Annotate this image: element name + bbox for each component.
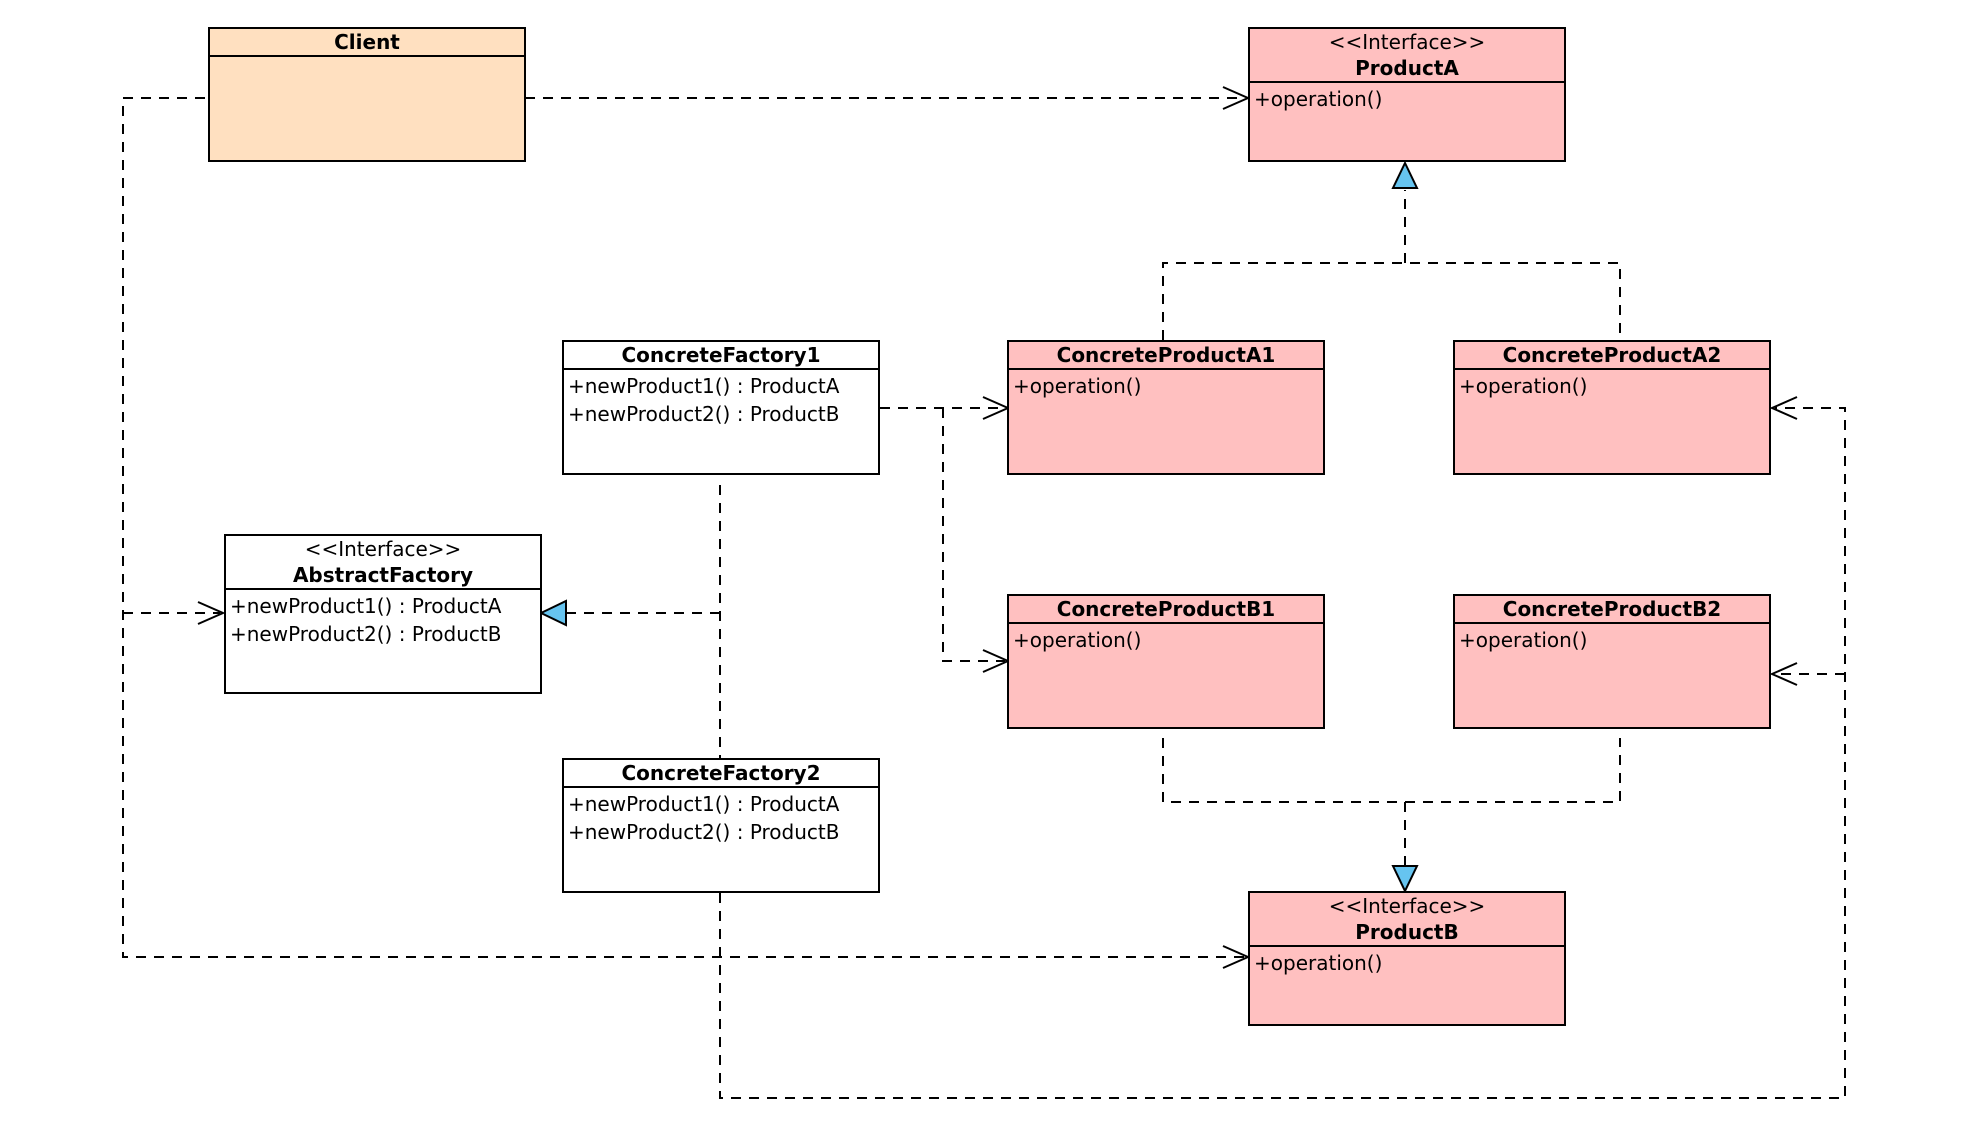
producta-interface[interactable]: <<Interface>> ProductA +operation() [1248, 27, 1566, 162]
class-header: ConcreteProductA1 [1009, 342, 1323, 370]
operation: +newProduct2() : ProductB [230, 622, 502, 646]
class-name: ProductB [1355, 920, 1459, 944]
arrowhead-factory2-a2 [1769, 396, 1798, 420]
class-name: ConcreteProductA2 [1502, 343, 1722, 367]
operations-compartment: +operation() [1455, 370, 1769, 402]
class-name: ProductA [1355, 56, 1459, 80]
operations-compartment: +operation() [1009, 624, 1323, 656]
operation: +operation() [1254, 951, 1383, 975]
operations-compartment: +operation() [1455, 624, 1769, 656]
realization-arrowhead-productb [1391, 865, 1419, 894]
client-class[interactable]: Client [208, 27, 526, 162]
dependency-factory2-products [719, 407, 1846, 1099]
concreteproductb2-class[interactable]: ConcreteProductB2 +operation() [1453, 594, 1771, 729]
class-name: Client [334, 30, 400, 54]
class-name: ConcreteFactory1 [621, 343, 821, 367]
concretefactory2-class[interactable]: ConcreteFactory2 +newProduct1() : Produc… [562, 758, 880, 893]
operation: +operation() [1459, 374, 1588, 398]
class-header: ConcreteFactory1 [564, 342, 878, 370]
arrowhead-factory2-b2 [1769, 662, 1798, 686]
operation: +newProduct1() : ProductA [568, 792, 840, 816]
productb-interface[interactable]: <<Interface>> ProductB +operation() [1248, 891, 1566, 1026]
operation: +operation() [1254, 87, 1383, 111]
class-header: <<Interface>> AbstractFactory [226, 536, 540, 590]
arrowhead-client-abstractfactory [197, 601, 226, 625]
realization-arrowhead-abstractfactory [538, 599, 567, 627]
class-header: Client [210, 29, 524, 57]
class-name: ConcreteProductB1 [1056, 597, 1276, 621]
operation: +operation() [1013, 374, 1142, 398]
realization-factories-abstractfactory [565, 485, 721, 758]
operations-compartment: +newProduct1() : ProductA +newProduct2()… [564, 788, 878, 848]
stereotype-label: <<Interface>> [1328, 30, 1486, 54]
concreteproducta2-class[interactable]: ConcreteProductA2 +operation() [1453, 340, 1771, 475]
operations-compartment: +newProduct1() : ProductA +newProduct2()… [564, 370, 878, 430]
abstractfactory-interface[interactable]: <<Interface>> AbstractFactory +newProduc… [224, 534, 542, 694]
class-header: <<Interface>> ProductA [1250, 29, 1564, 83]
class-name: ConcreteFactory2 [621, 761, 821, 785]
operations-compartment: +operation() [1009, 370, 1323, 402]
stereotype-label: <<Interface>> [304, 537, 462, 561]
class-header: ConcreteProductB2 [1455, 596, 1769, 624]
operation: +newProduct2() : ProductB [568, 402, 840, 426]
class-header: ConcreteProductA2 [1455, 342, 1769, 370]
operation: +newProduct1() : ProductA [568, 374, 840, 398]
dependency-client-abstractfactory-productb [122, 97, 1245, 958]
class-name: AbstractFactory [292, 563, 474, 587]
operation: +operation() [1459, 628, 1588, 652]
operations-compartment: +operation() [1250, 83, 1564, 115]
concreteproductb1-class[interactable]: ConcreteProductB1 +operation() [1007, 594, 1325, 729]
concretefactory1-class[interactable]: ConcreteFactory1 +newProduct1() : Produc… [562, 340, 880, 475]
operation: +newProduct1() : ProductA [230, 594, 502, 618]
operations-compartment: +newProduct1() : ProductA +newProduct2()… [226, 590, 540, 650]
class-header: <<Interface>> ProductB [1250, 893, 1564, 947]
operations-compartment: +operation() [1250, 947, 1564, 979]
concreteproducta1-class[interactable]: ConcreteProductA1 +operation() [1007, 340, 1325, 475]
class-header: ConcreteProductB1 [1009, 596, 1323, 624]
class-name: ConcreteProductB2 [1502, 597, 1722, 621]
dependency-factory1-products [880, 407, 1005, 662]
stereotype-label: <<Interface>> [1328, 894, 1486, 918]
operation: +newProduct2() : ProductB [568, 820, 840, 844]
class-header: ConcreteFactory2 [564, 760, 878, 788]
realization-b1-b2-productb [1162, 738, 1621, 866]
operation: +operation() [1013, 628, 1142, 652]
realization-a1-a2-producta [1162, 190, 1621, 340]
class-name: ConcreteProductA1 [1056, 343, 1276, 367]
realization-arrowhead-producta [1391, 160, 1419, 189]
